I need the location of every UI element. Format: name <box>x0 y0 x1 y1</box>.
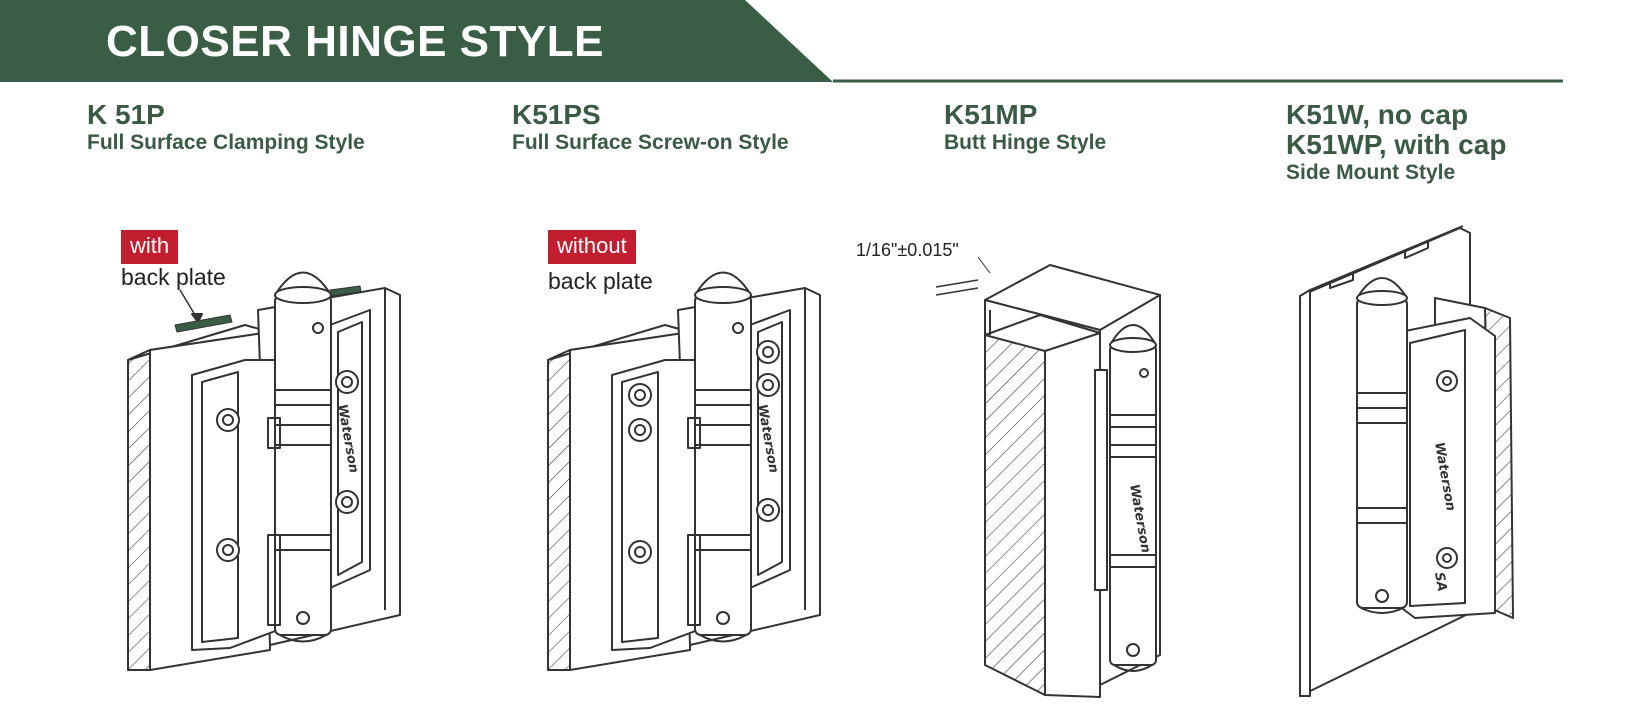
without-tag: without <box>548 230 636 264</box>
product-code: K51MP <box>944 99 1038 130</box>
product-code: K51W, no cap <box>1286 99 1469 130</box>
product-style: Butt Hinge Style <box>944 131 1107 154</box>
product-code: K 51P <box>87 99 165 130</box>
product-style: Full Surface Clamping Style <box>87 131 365 154</box>
with-tag: with <box>121 230 179 264</box>
back-plate-label: back plate <box>548 268 653 294</box>
hinge-k51p-illustration: Waterson <box>127 271 401 671</box>
product-k51ps-heading: K51PS Full Surface Screw-on Style <box>512 100 789 156</box>
model-mark: SA <box>1431 571 1449 593</box>
hinge-k51mp-illustration: Waterson <box>935 256 1161 698</box>
dimension-label: 1/16"±0.015" <box>856 240 959 260</box>
product-k51mp-heading: K51MP Butt Hinge Style <box>944 100 1106 156</box>
page-title: CLOSER HINGE STYLE <box>106 17 604 66</box>
product-code: K51PS <box>512 99 601 130</box>
hinge-k51w-illustration: Waterson SA <box>1299 225 1514 697</box>
hinge-k51ps-illustration: Waterson <box>547 271 821 671</box>
product-style: Full Surface Screw-on Style <box>512 131 789 154</box>
product-code: K51WP, with cap <box>1286 129 1507 160</box>
product-k51p-heading: K 51P Full Surface Clamping Style <box>87 100 365 156</box>
product-style: Side Mount Style <box>1286 161 1456 184</box>
back-plate-label: back plate <box>121 264 226 290</box>
header-banner <box>0 0 1563 83</box>
product-k51w-heading: K51W, no cap K51WP, with cap Side Mount … <box>1286 100 1506 186</box>
